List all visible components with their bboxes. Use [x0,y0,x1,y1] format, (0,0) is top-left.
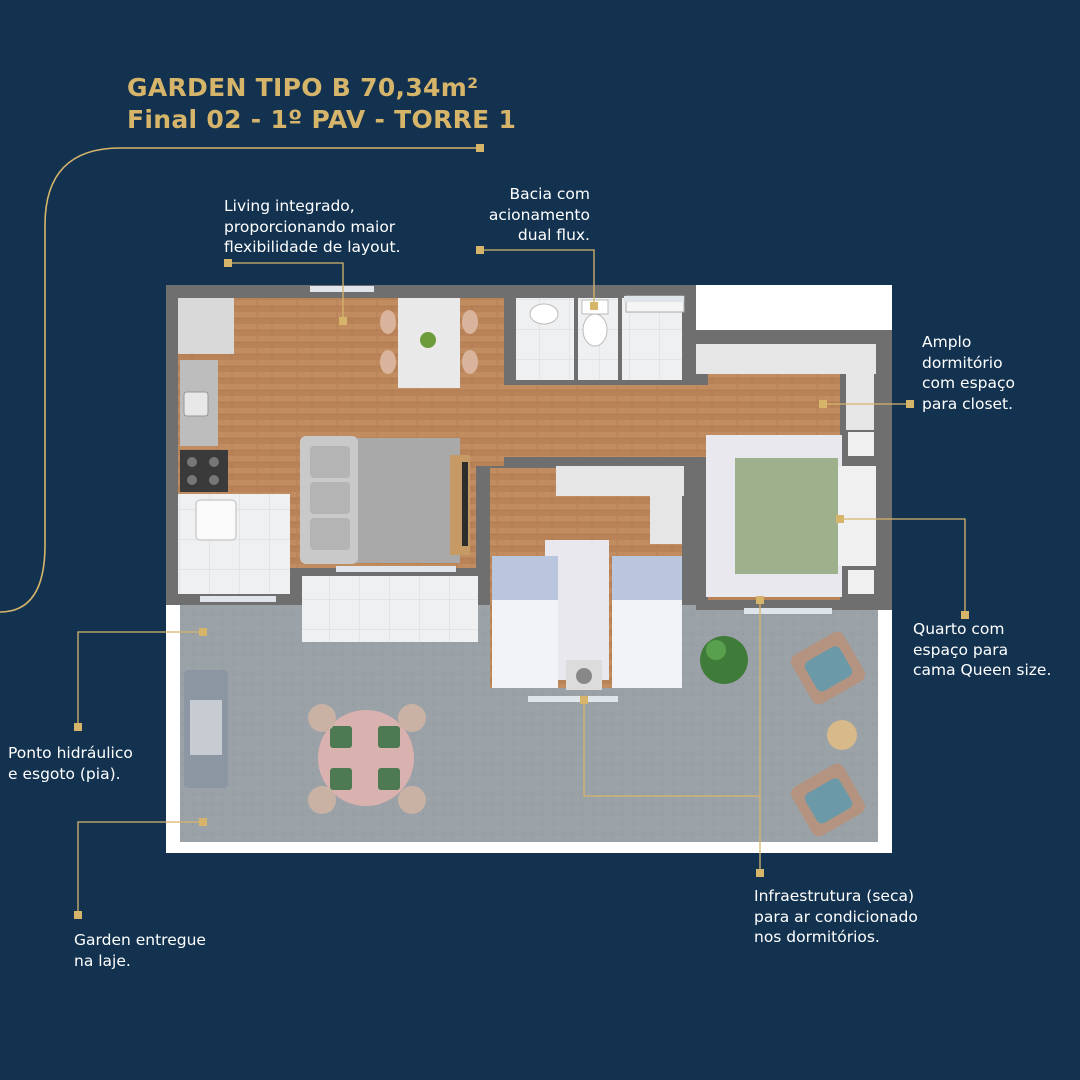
title-line-1: GARDEN TIPO B 70,34m² [127,73,479,102]
plan-title: GARDEN TIPO B 70,34m² Final 02 - 1º PAV … [127,72,516,136]
callout-bacia: Bacia com acionamento dual flux. [488,185,590,244]
title-line-2: Final 02 - 1º PAV - TORRE 1 [127,105,517,134]
callout-infraestrutura: Infraestrutura (seca) para ar condiciona… [754,887,918,946]
callout-ponto-hidraulico: Ponto hidráulico e esgoto (pia). [8,744,133,783]
callout-quarto: Quarto com espaço para cama Queen size. [913,620,1052,679]
callout-garden: Garden entregue na laje. [74,931,206,970]
decorative-curve [0,147,480,613]
callout-dormitorio: Amplo dormitório com espaço para closet. [922,333,1015,413]
callout-living: Living integrado, proporcionando maior f… [224,197,401,256]
